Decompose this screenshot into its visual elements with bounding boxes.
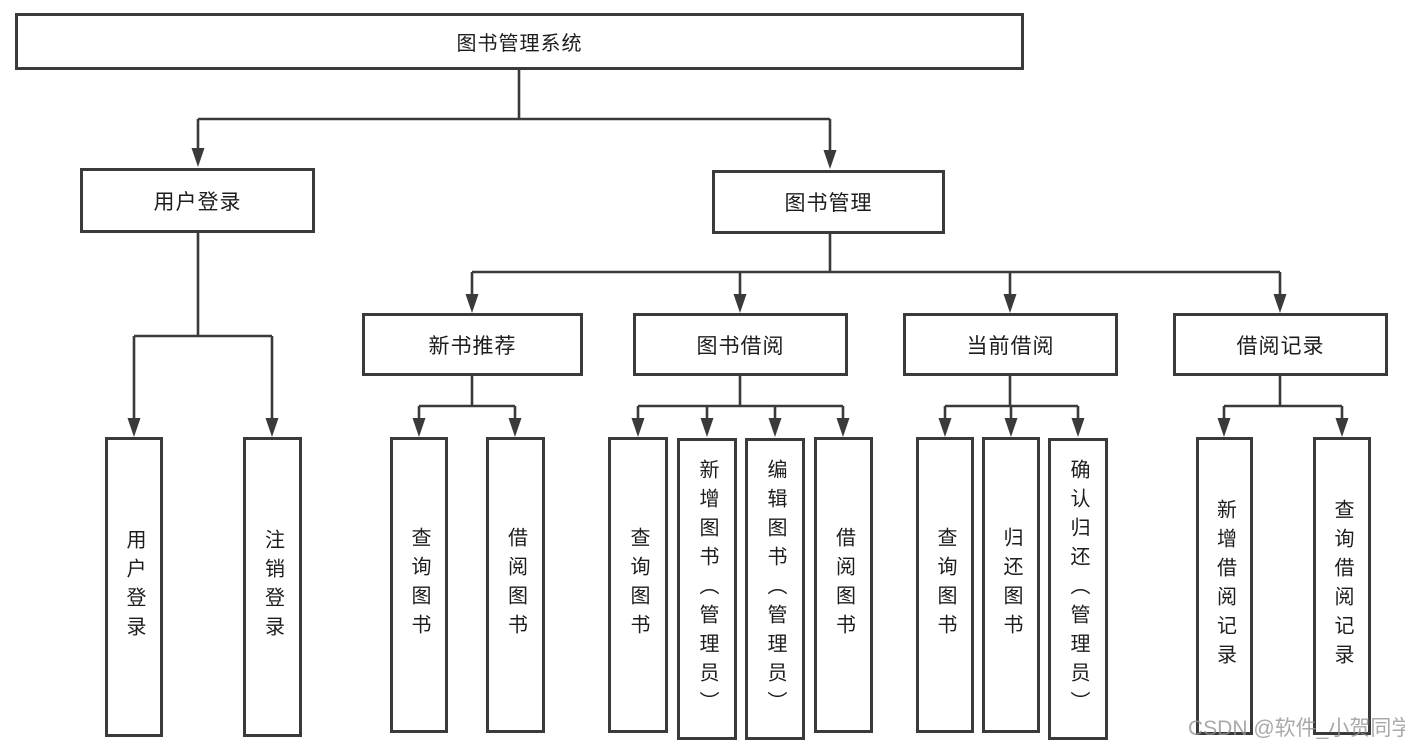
node-user-login: 用户登录 bbox=[80, 168, 315, 233]
leaf-confirm-return-admin: 确认归还（管理员） bbox=[1048, 438, 1108, 740]
leaf-label: 借阅图书 bbox=[504, 527, 527, 643]
leaf-label: 编辑图书（管理员） bbox=[764, 458, 786, 720]
leaf-label: 新增图书（管理员） bbox=[696, 458, 718, 720]
node-borrow-record: 借阅记录 bbox=[1173, 313, 1388, 376]
leaf-label: 确认归还（管理员） bbox=[1067, 458, 1089, 720]
leaf-edit-book-admin: 编辑图书（管理员） bbox=[745, 438, 805, 740]
leaf-borrow-book-1: 借阅图书 bbox=[486, 437, 545, 733]
leaf-label: 借阅图书 bbox=[832, 527, 855, 643]
node-new-book-recommend: 新书推荐 bbox=[362, 313, 583, 376]
leaf-query-book-2: 查询图书 bbox=[608, 437, 668, 733]
node-root: 图书管理系统 bbox=[15, 13, 1024, 70]
leaf-add-book-admin: 新增图书（管理员） bbox=[677, 438, 737, 740]
node-book-borrow: 图书借阅 bbox=[633, 313, 848, 376]
connector-strokes bbox=[132, 69, 1344, 424]
leaf-label: 查询图书 bbox=[408, 527, 430, 643]
leaf-query-borrow-record: 查询借阅记录 bbox=[1313, 437, 1371, 735]
leaf-label: 注销登录 bbox=[261, 529, 284, 645]
leaf-add-borrow-record: 新增借阅记录 bbox=[1196, 437, 1253, 735]
node-current-borrow: 当前借阅 bbox=[903, 313, 1118, 376]
leaf-logout: 注销登录 bbox=[243, 437, 302, 737]
leaf-borrow-book-2: 借阅图书 bbox=[814, 437, 873, 733]
watermark: CSDN @软件_小贺同学 bbox=[1188, 717, 1405, 740]
leaf-label: 新增借阅记录 bbox=[1213, 499, 1236, 673]
node-book-management: 图书管理 bbox=[712, 170, 945, 234]
leaf-return-book: 归还图书 bbox=[982, 437, 1040, 733]
leaf-label: 查询借阅记录 bbox=[1331, 499, 1353, 673]
leaf-query-book-3: 查询图书 bbox=[916, 437, 974, 733]
leaf-query-book-1: 查询图书 bbox=[390, 437, 448, 733]
leaf-user-login: 用户登录 bbox=[105, 437, 163, 737]
leaf-label: 查询图书 bbox=[934, 527, 956, 643]
leaf-label: 归还图书 bbox=[1000, 527, 1022, 643]
leaf-label: 查询图书 bbox=[627, 527, 649, 643]
leaf-label: 用户登录 bbox=[123, 529, 145, 645]
arrowheads bbox=[127, 148, 1349, 437]
